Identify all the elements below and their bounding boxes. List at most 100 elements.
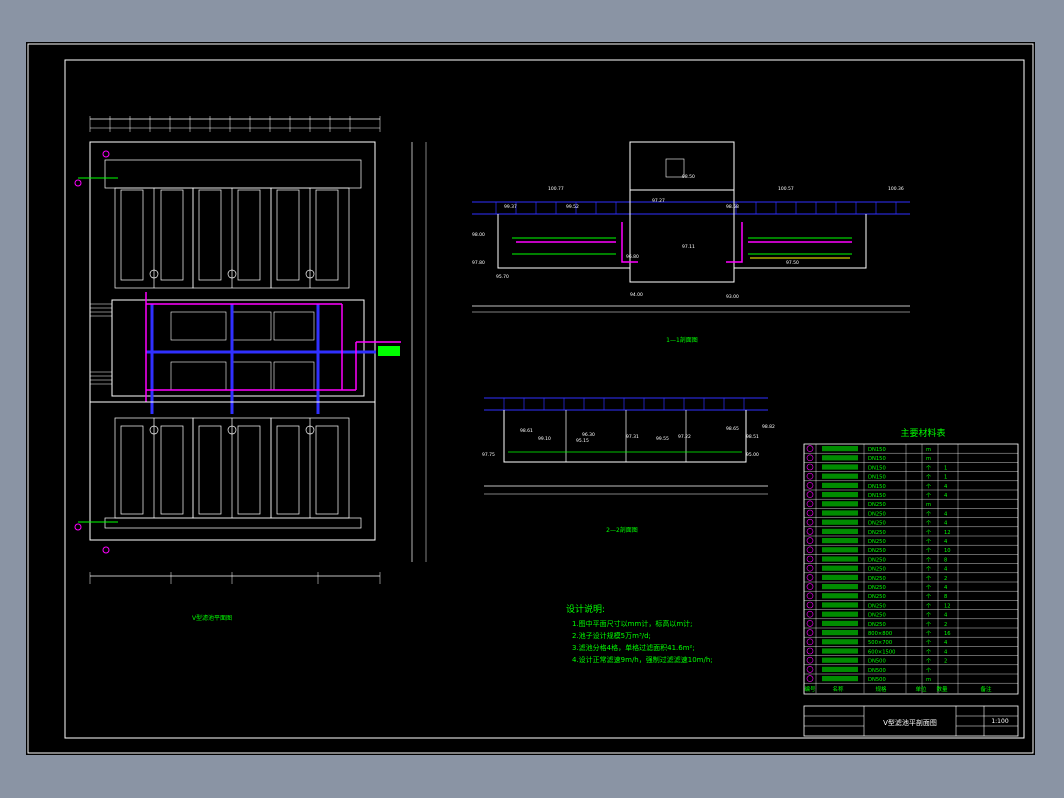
row-qty: 8 — [944, 594, 947, 600]
drawing-sheet: V型滤池平面图 — [26, 42, 1035, 755]
row-spec: DN150 — [868, 493, 886, 499]
row-qty: 4 — [944, 539, 948, 545]
row-number-marker — [806, 528, 814, 535]
row-name-glyphs — [822, 492, 858, 498]
row-spec: DN500 — [868, 677, 886, 683]
row-unit: 个 — [926, 584, 932, 591]
row-name-glyphs — [822, 602, 858, 608]
row-spec: DN250 — [868, 511, 886, 517]
elevation-label: 98.00 — [472, 232, 485, 238]
row-spec: 600×1500 — [868, 649, 895, 655]
row-qty: 4 — [944, 640, 948, 646]
row-unit: 个 — [926, 483, 932, 490]
row-number-marker — [806, 592, 814, 600]
row-number-marker — [806, 463, 814, 471]
row-qty: 1 — [944, 475, 947, 481]
elevation-label: 98.82 — [762, 424, 775, 430]
row-spec: DN250 — [868, 585, 886, 591]
row-unit: 个 — [926, 667, 932, 674]
row-unit: 个 — [926, 474, 932, 481]
row-unit: 个 — [926, 602, 932, 609]
row-number-marker — [806, 638, 814, 646]
row-spec: DN250 — [868, 548, 886, 554]
row-spec: DN500 — [868, 659, 886, 665]
elevation-label: 95.70 — [496, 274, 509, 280]
row-qty: 8 — [944, 557, 947, 563]
row-unit: 个 — [926, 593, 932, 600]
elevation-label: 96.80 — [626, 254, 639, 260]
inner-frame — [64, 59, 1025, 739]
row-unit: 个 — [926, 529, 932, 536]
row-spec: DN250 — [868, 594, 886, 600]
elevation-label: 99.55 — [656, 436, 669, 442]
row-unit: m — [926, 502, 931, 508]
row-name-glyphs — [822, 611, 858, 617]
elevation-label: 98.51 — [746, 434, 759, 440]
drawing-title: V型滤池平剖面图 — [883, 718, 937, 727]
elevation-label: 98.58 — [726, 204, 739, 210]
row-name-glyphs — [822, 556, 858, 562]
elevation-label: 97.22 — [678, 434, 691, 440]
elevation-label: 98.50 — [682, 174, 695, 180]
notes-line-1: 1.图中平面尺寸以mm计，标高以m计; — [572, 619, 693, 628]
row-name-glyphs — [822, 547, 858, 553]
row-number-marker — [806, 445, 814, 452]
row-spec: DN250 — [868, 603, 886, 609]
row-qty: 1 — [944, 465, 947, 471]
row-unit: 个 — [926, 492, 932, 499]
elevation-label: 100.57 — [778, 186, 794, 192]
row-number-marker — [806, 675, 814, 682]
elevation-label: 94.00 — [630, 292, 643, 298]
cad-drawing: V型滤池平面图 — [27, 43, 1034, 754]
row-qty: 2 — [944, 622, 947, 628]
row-spec: DN250 — [868, 567, 886, 573]
row-name-glyphs — [822, 501, 858, 507]
row-number-marker — [806, 666, 814, 673]
row-qty: 2 — [944, 659, 947, 665]
materials-table-title: 主要材料表 — [900, 427, 945, 439]
title-block: V型滤池平剖面图 1:100 — [803, 705, 1019, 737]
row-spec: DN250 — [868, 502, 886, 508]
elevation-label: 98.61 — [520, 428, 533, 434]
elevation-label: 99.52 — [566, 204, 579, 210]
row-spec: DN250 — [868, 576, 886, 582]
row-unit: 个 — [926, 612, 932, 619]
section-1-title: 1—1剖面图 — [666, 336, 698, 344]
row-number-marker — [806, 537, 814, 544]
row-spec: DN250 — [868, 622, 886, 628]
row-unit: m — [926, 677, 931, 683]
row-unit: 个 — [926, 510, 932, 517]
row-qty: 4 — [944, 493, 948, 499]
row-unit: 个 — [926, 556, 932, 563]
elevation-label: 97.27 — [652, 198, 665, 204]
row-number-marker — [806, 583, 814, 590]
row-unit: 个 — [926, 566, 932, 573]
row-name-glyphs — [822, 593, 858, 599]
elevation-label: 98.65 — [726, 426, 739, 432]
row-number-marker — [806, 656, 814, 664]
elevation-label: 97.11 — [682, 244, 695, 250]
elevation-label: 97.50 — [786, 260, 799, 266]
row-name-glyphs — [822, 574, 858, 580]
row-qty: 4 — [944, 585, 948, 591]
row-spec: 500×700 — [868, 640, 892, 646]
row-unit: 个 — [926, 520, 932, 527]
row-qty: 4 — [944, 484, 948, 490]
plan-title: V型滤池平面图 — [192, 614, 232, 622]
row-spec: DN150 — [868, 447, 886, 453]
row-unit: 个 — [926, 547, 932, 554]
design-notes: 设计说明: 1.图中平面尺寸以mm计，标高以m计; 2.池子设计规模5万m³/d… — [566, 603, 713, 664]
row-qty: 4 — [944, 649, 948, 655]
elevation-label: 100.77 — [548, 186, 564, 192]
outer-frame — [27, 43, 1034, 754]
row-number-marker — [806, 509, 814, 517]
row-qty: 4 — [944, 521, 948, 527]
section-2-view: 2—2剖面图 — [484, 397, 768, 534]
elevation-label: 96.30 — [582, 432, 595, 438]
row-unit: 个 — [926, 639, 932, 646]
row-qty: 4 — [944, 613, 948, 619]
row-unit: 个 — [926, 658, 932, 665]
drawing-scale: 1:100 — [991, 718, 1008, 725]
row-spec: DN250 — [868, 613, 886, 619]
